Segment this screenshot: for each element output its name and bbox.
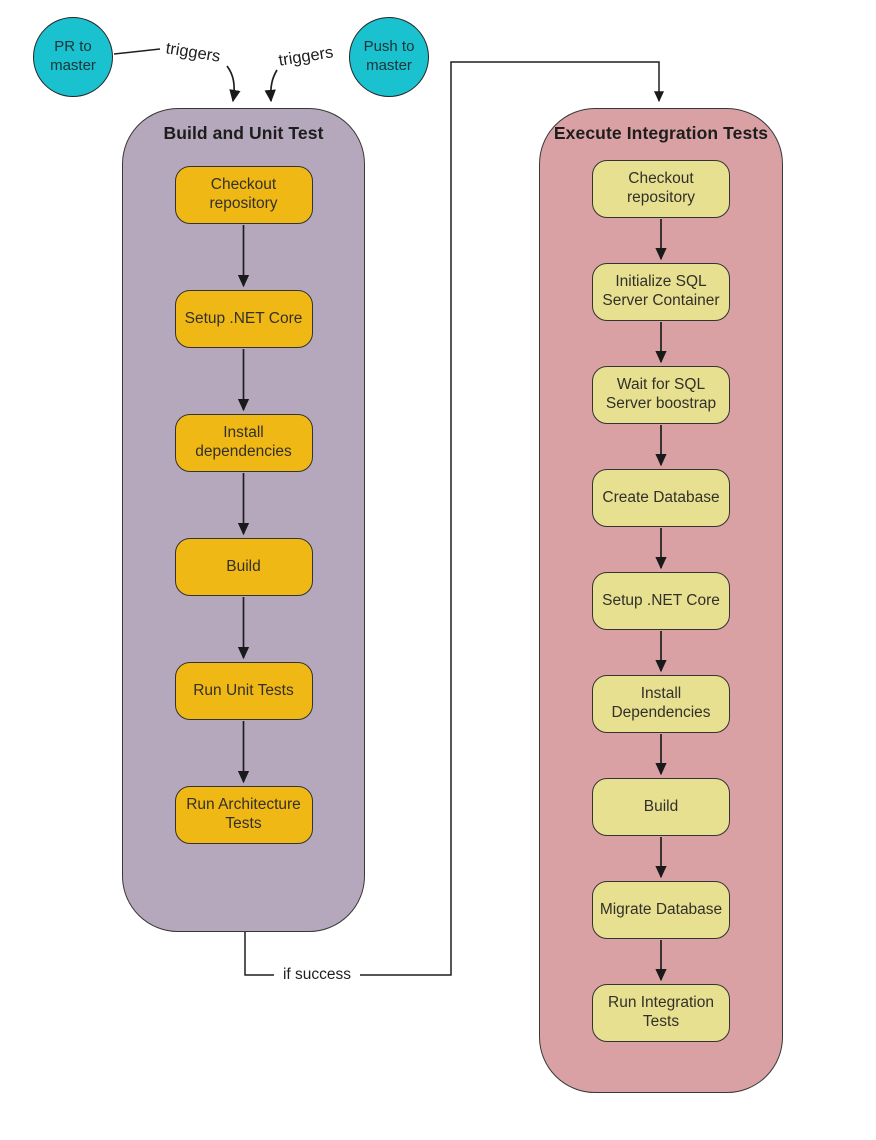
step-box: Run Unit Tests	[174, 662, 313, 720]
pr-to-triggers-line	[113, 48, 161, 55]
step-box: Build	[592, 778, 730, 836]
step-box: Wait for SQL Server boostrap	[592, 366, 730, 424]
pipeline-title: Execute Integration Tests	[553, 123, 769, 143]
step-box: Setup .NET Core	[592, 572, 730, 630]
pipeline-title: Build and Unit Test	[163, 123, 324, 143]
step-box: Install dependencies	[174, 414, 313, 472]
pr-to-master-label: PR to master	[50, 38, 96, 74]
step-box: Setup .NET Core	[174, 290, 313, 348]
push-to-master-label: Push to master	[363, 38, 415, 74]
step-box: Run Integration Tests	[592, 984, 730, 1042]
trigger-arrow-1	[226, 65, 241, 103]
step-box: Install Dependencies	[592, 675, 730, 733]
step-box: Checkout repository	[174, 166, 313, 224]
triggers-label-2: triggers	[277, 43, 335, 70]
step-box: Build	[174, 538, 313, 596]
if-success-label: if success	[273, 966, 361, 984]
step-box: Create Database	[592, 469, 730, 527]
triggers-label-1: triggers	[164, 39, 222, 66]
push-to-master-node: Push to master	[349, 17, 429, 97]
pr-to-master-node: PR to master	[33, 17, 113, 97]
step-box: Initialize SQL Server Container	[592, 263, 730, 321]
step-box: Checkout repository	[592, 160, 730, 218]
step-box: Migrate Database	[592, 881, 730, 939]
pipeline-execute-integration-tests: Execute Integration Tests Checkout repos…	[539, 108, 783, 1093]
step-box: Run Architecture Tests	[174, 786, 313, 844]
trigger-arrow-2	[264, 69, 278, 103]
